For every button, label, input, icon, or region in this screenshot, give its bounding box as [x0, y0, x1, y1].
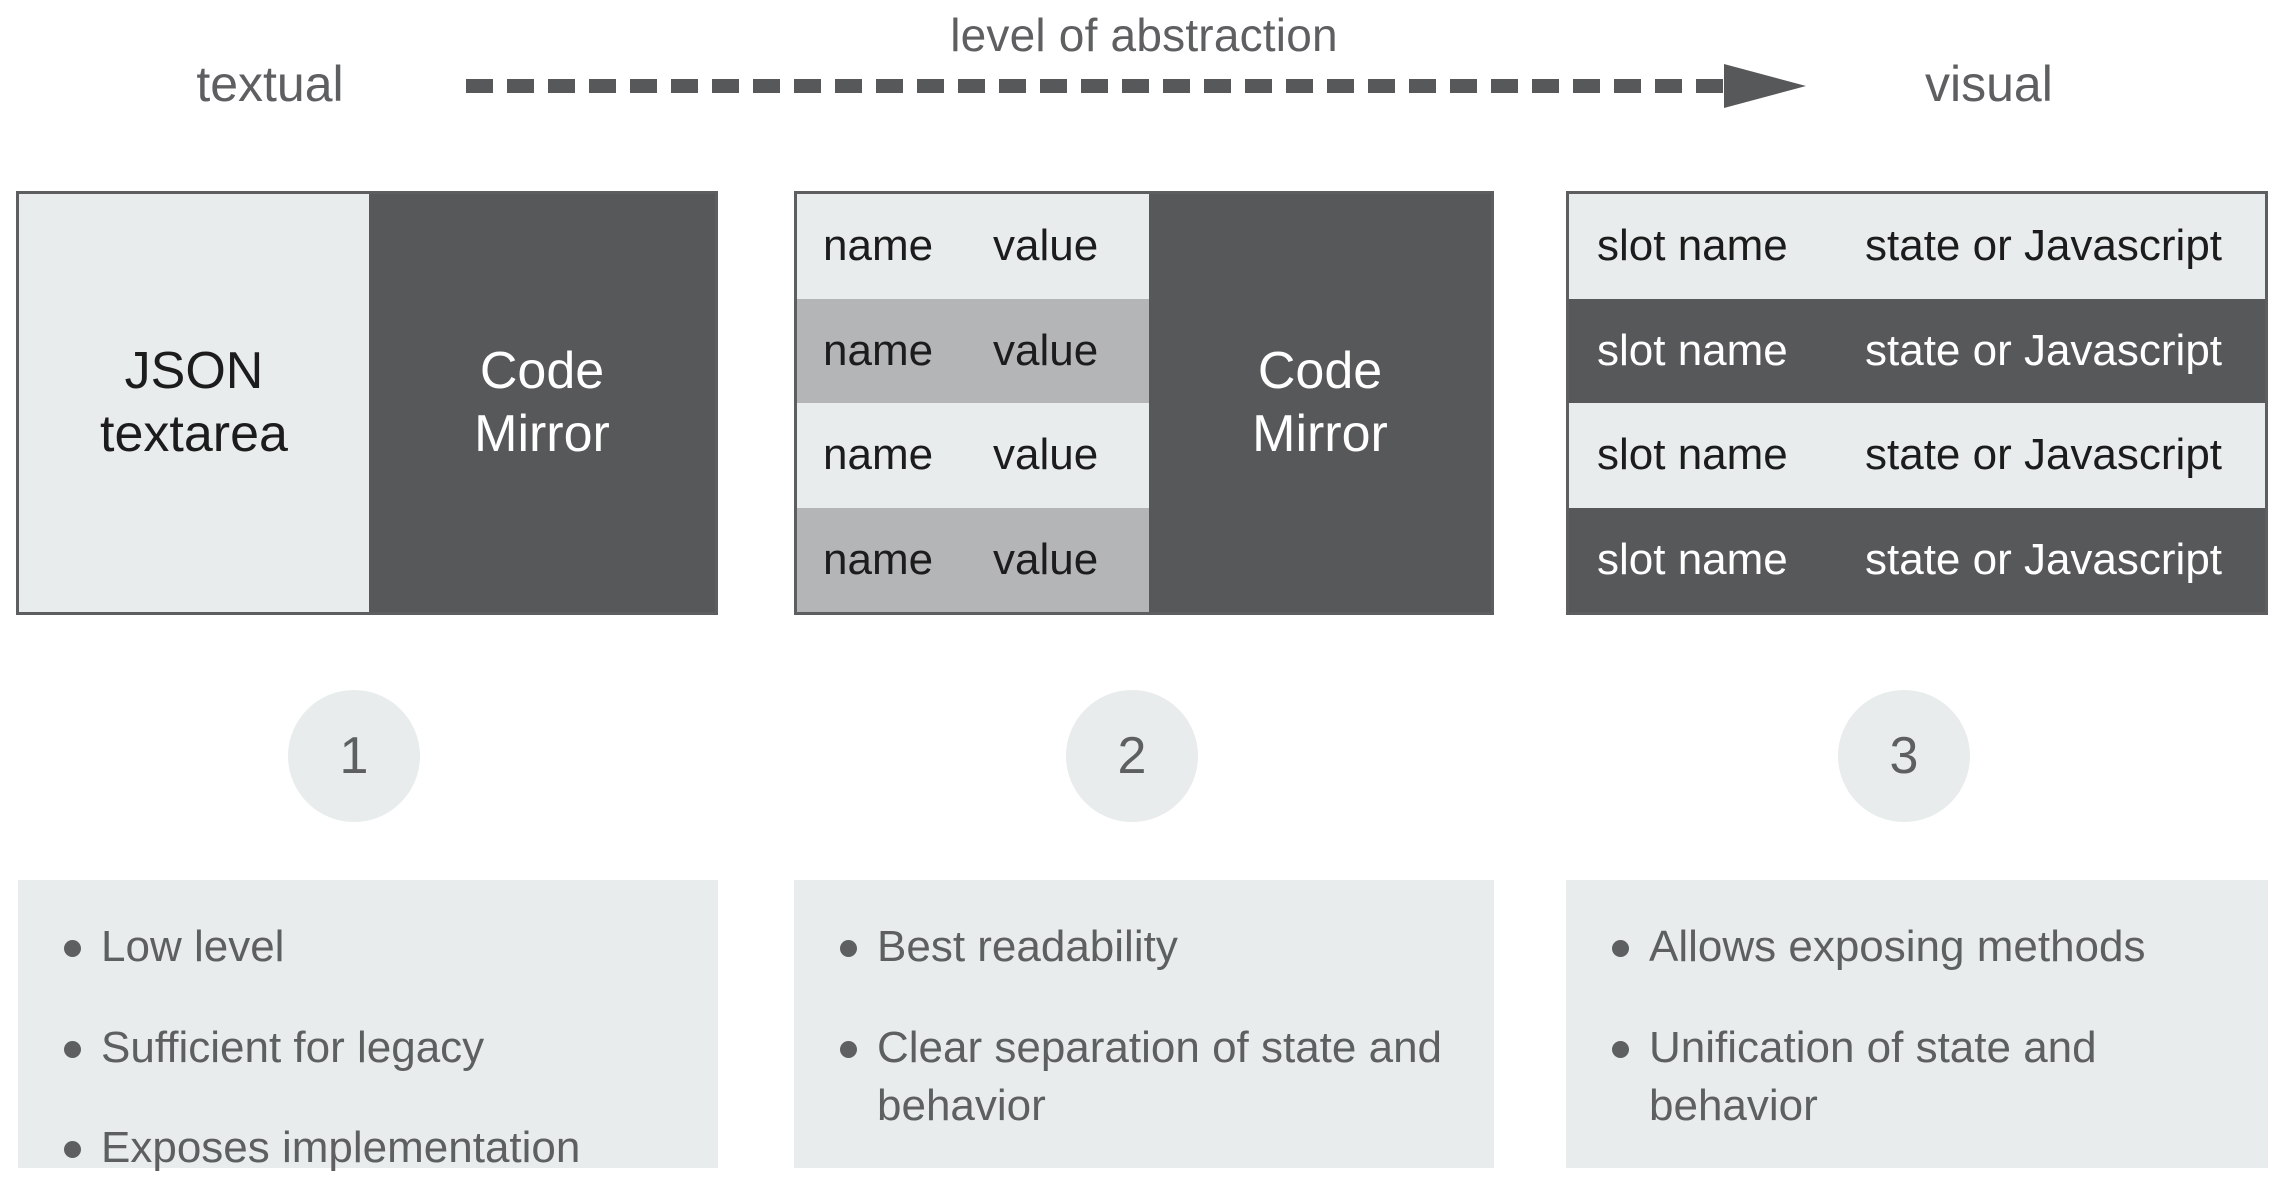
approach-card-2: name value name value name value name va…	[794, 191, 1494, 615]
step-number: 3	[1889, 727, 1919, 785]
kv-value: value	[993, 430, 1099, 480]
kv-name: name	[823, 221, 934, 271]
code-mirror-pane: Code Mirror	[1149, 194, 1491, 612]
kv-name: name	[823, 534, 934, 584]
list-item-label: Exposes implementation	[101, 1123, 581, 1173]
bullet-dot-icon	[840, 940, 857, 957]
bullet-dot-icon	[64, 1040, 81, 1058]
table-row: name value	[797, 507, 1149, 612]
table-row: slot name state or Javascript	[1569, 194, 2265, 299]
list-item: Unification of state and behavior	[1612, 1019, 2234, 1136]
kv-name: name	[823, 430, 934, 480]
axis-right-label: visual	[1925, 56, 2053, 112]
kv-name: name	[823, 325, 934, 375]
list-item: Clear separation of state and behavior	[840, 1019, 1460, 1136]
table-row: slot name state or Javascript	[1569, 403, 2265, 508]
step-badge-3: 3	[1838, 690, 1970, 822]
list-item-label: Unification of state and behavior	[1649, 1022, 2097, 1131]
list-item-label: Clear separation of state and behavior	[877, 1022, 1443, 1131]
bullet-dot-icon	[64, 940, 81, 957]
bullet-dot-icon	[1612, 1040, 1629, 1058]
axis-left-label: textual	[196, 56, 344, 112]
code-mirror-line-1: Code	[1257, 341, 1383, 400]
slot-value: state or Javascript	[1865, 534, 2223, 584]
json-textarea-pane: JSON textarea	[19, 194, 369, 612]
code-mirror-pane: Code Mirror	[369, 194, 715, 612]
key-value-table: name value name value name value name va…	[797, 194, 1149, 612]
list-item-label: Allows exposing methods	[1649, 922, 2146, 971]
kv-value: value	[993, 534, 1099, 584]
table-row: slot name state or Javascript	[1569, 298, 2265, 403]
step-badge-2: 2	[1066, 690, 1198, 822]
kv-value: value	[993, 221, 1099, 271]
list-item: Exposes implementation	[64, 1119, 684, 1178]
table-row: name value	[797, 298, 1149, 403]
slot-name: slot name	[1597, 221, 1788, 271]
code-mirror-line-1: Code	[479, 341, 605, 400]
list-item: Low level	[64, 918, 684, 977]
pros-cons-box-2: Best readability Clear separation of sta…	[794, 880, 1494, 1168]
table-row: slot name state or Javascript	[1569, 507, 2265, 612]
list-item: Best readability	[840, 918, 1460, 977]
table-row: name value	[797, 194, 1149, 299]
json-textarea-line-1: JSON	[124, 341, 264, 400]
axis-title: level of abstraction	[950, 9, 1338, 61]
approach-card-1: JSON textarea Code Mirror	[16, 191, 718, 615]
slot-value: state or Javascript	[1865, 325, 2223, 375]
pros-cons-box-3: Allows exposing methods Unification of s…	[1566, 880, 2268, 1168]
step-number: 1	[339, 727, 369, 785]
slot-value: state or Javascript	[1865, 221, 2223, 271]
bullet-dot-icon	[840, 1040, 857, 1058]
code-mirror-line-2: Mirror	[474, 405, 610, 463]
bullet-dot-icon	[64, 1141, 81, 1159]
kv-value: value	[993, 325, 1099, 375]
code-mirror-line-2: Mirror	[1252, 405, 1388, 463]
table-row: name value	[797, 403, 1149, 508]
list-item-label: Low level	[101, 922, 285, 971]
list-item: Sufficient for legacy	[64, 1019, 684, 1078]
approach-card-3: slot name state or Javascript slot name …	[1566, 191, 2268, 615]
slot-name: slot name	[1597, 325, 1788, 375]
abstraction-axis-header: level of abstraction textual visual	[0, 0, 2288, 160]
list-item-label: Sufficient for legacy	[101, 1022, 485, 1072]
json-textarea-line-2: textarea	[100, 405, 288, 463]
bullet-dot-icon	[1612, 940, 1629, 957]
step-number: 2	[1117, 727, 1147, 785]
slot-value: state or Javascript	[1865, 430, 2223, 480]
pros-cons-box-1: Low level Sufficient for legacy Exposes …	[18, 880, 718, 1172]
slot-name: slot name	[1597, 534, 1788, 584]
list-item-label: Best readability	[877, 922, 1178, 971]
list-item: Allows exposing methods	[1612, 918, 2234, 977]
step-badge-1: 1	[288, 690, 420, 822]
dashed-arrow-icon	[466, 64, 1806, 108]
slot-name: slot name	[1597, 430, 1788, 480]
